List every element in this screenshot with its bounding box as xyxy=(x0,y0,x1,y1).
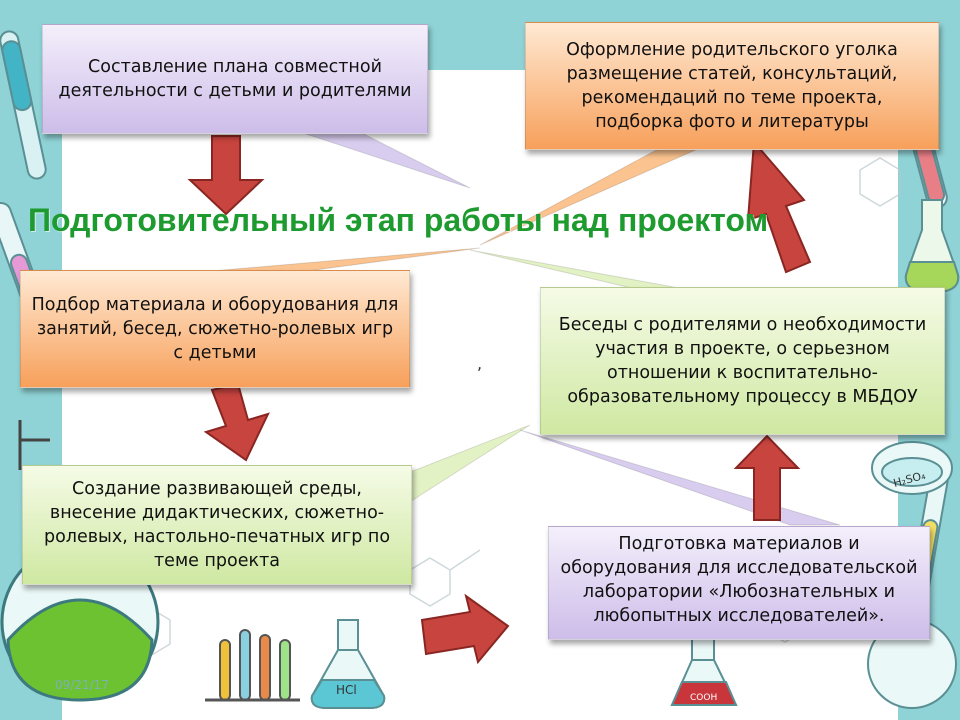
box-talks-text: Беседы с родителями о необходимости учас… xyxy=(558,315,927,407)
arrow-lab-to-talks xyxy=(733,434,801,521)
box-parent-corner-text: Оформление родительского уголка размещен… xyxy=(566,40,898,132)
date-stamp: 09/21/17 xyxy=(55,678,109,692)
arrow-talks-to-corner xyxy=(746,139,812,274)
box-materials: Подбор материала и оборудования для заня… xyxy=(20,270,410,388)
arrow-icon xyxy=(187,135,812,665)
beaker-icon xyxy=(670,629,738,706)
tripod-icon xyxy=(18,420,50,470)
box-environment: Создание развивающей среды, внесение дид… xyxy=(22,465,412,585)
box-plan-text: Составление плана совместной деятельност… xyxy=(58,57,412,101)
stray-mark: , xyxy=(477,354,483,373)
flask-icon xyxy=(867,199,960,709)
test-tube-icon xyxy=(205,629,300,702)
box-parent-corner: Оформление родительского уголка размещен… xyxy=(525,22,939,150)
arrow-materials-to-environment xyxy=(203,382,270,462)
flask-icon xyxy=(310,619,386,709)
box-talks: Беседы с родителями о необходимости учас… xyxy=(540,287,945,435)
flask-label: HCl xyxy=(336,683,357,697)
beaker-label: COOH xyxy=(690,693,717,703)
arrow-plan-to-materials xyxy=(187,135,265,216)
page-title: Подготовительный этап работы над проекто… xyxy=(28,202,769,238)
arrow-to-lab xyxy=(420,593,510,665)
box-environment-text: Создание развивающей среды, внесение дид… xyxy=(43,479,391,571)
box-lab-text: Подготовка материалов и оборудования для… xyxy=(560,534,918,626)
box-materials-text: Подбор материала и оборудования для заня… xyxy=(31,295,399,363)
box-lab: Подготовка материалов и оборудования для… xyxy=(548,526,930,640)
box-plan: Составление плана совместной деятельност… xyxy=(42,24,428,134)
